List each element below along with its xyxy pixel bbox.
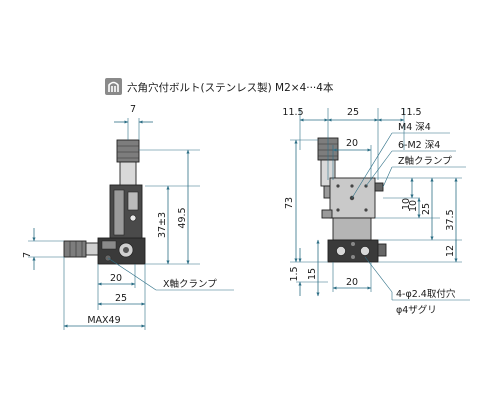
dim-top-7: 7 — [130, 104, 136, 115]
dim-top-11-5-right: 11.5 — [400, 107, 421, 118]
dim-top-11-5-left: 11.5 — [282, 107, 303, 118]
bolt-header: 六角穴付ボルト(ステンレス製) M2×4···4本 — [105, 78, 334, 95]
dim-73: 73 — [284, 197, 295, 209]
right-front-view: 11.5 25 11.5 20 73 1.5 15 10 10 25 37.5 — [282, 107, 470, 316]
dim-1-5: 1.5 — [289, 266, 300, 281]
micrometer-sleeve — [119, 161, 137, 187]
m2-depth-label: 6-M2 深4 — [398, 140, 440, 151]
dim-left-7: 7 — [22, 252, 33, 258]
dim-12: 12 — [445, 245, 456, 257]
micrometer-head — [116, 139, 140, 163]
hex-bolt-icon — [105, 78, 122, 95]
dim-49-5: 49.5 — [177, 207, 188, 228]
dim-10-a: 10 — [401, 198, 412, 210]
left-side-view: 7 37±3 49.5 7 20 25 MAX49 X軸クランプ — [22, 104, 234, 330]
x-clamp-label: X軸クランプ — [163, 278, 217, 290]
z-clamp-knob — [374, 182, 384, 192]
bolt-spec-text: 六角穴付ボルト(ステンレス製) M2×4···4本 — [127, 81, 334, 94]
side-micrometer — [63, 240, 87, 258]
m4-depth-label: M4 深4 — [398, 122, 431, 133]
mounting-holes-label: 4-φ2.4取付穴 — [396, 288, 456, 300]
dim-top-25: 25 — [347, 107, 359, 118]
dim-10-b: 10 — [408, 200, 419, 212]
dim-25-right: 25 — [421, 203, 432, 215]
dim-max49: MAX49 — [87, 315, 120, 326]
counterbore-label: φ4ザグリ — [396, 304, 437, 316]
dim-bottom-25: 25 — [115, 293, 127, 304]
dim-37pm3: 37±3 — [157, 212, 168, 238]
dim-upper-20: 20 — [346, 138, 358, 149]
z-clamp-label: Z軸クランプ — [398, 155, 452, 167]
dim-37-5: 37.5 — [445, 209, 456, 230]
dim-15: 15 — [307, 268, 318, 280]
dim-bottom-20-right: 20 — [346, 277, 358, 288]
dim-bottom-20: 20 — [110, 273, 122, 284]
